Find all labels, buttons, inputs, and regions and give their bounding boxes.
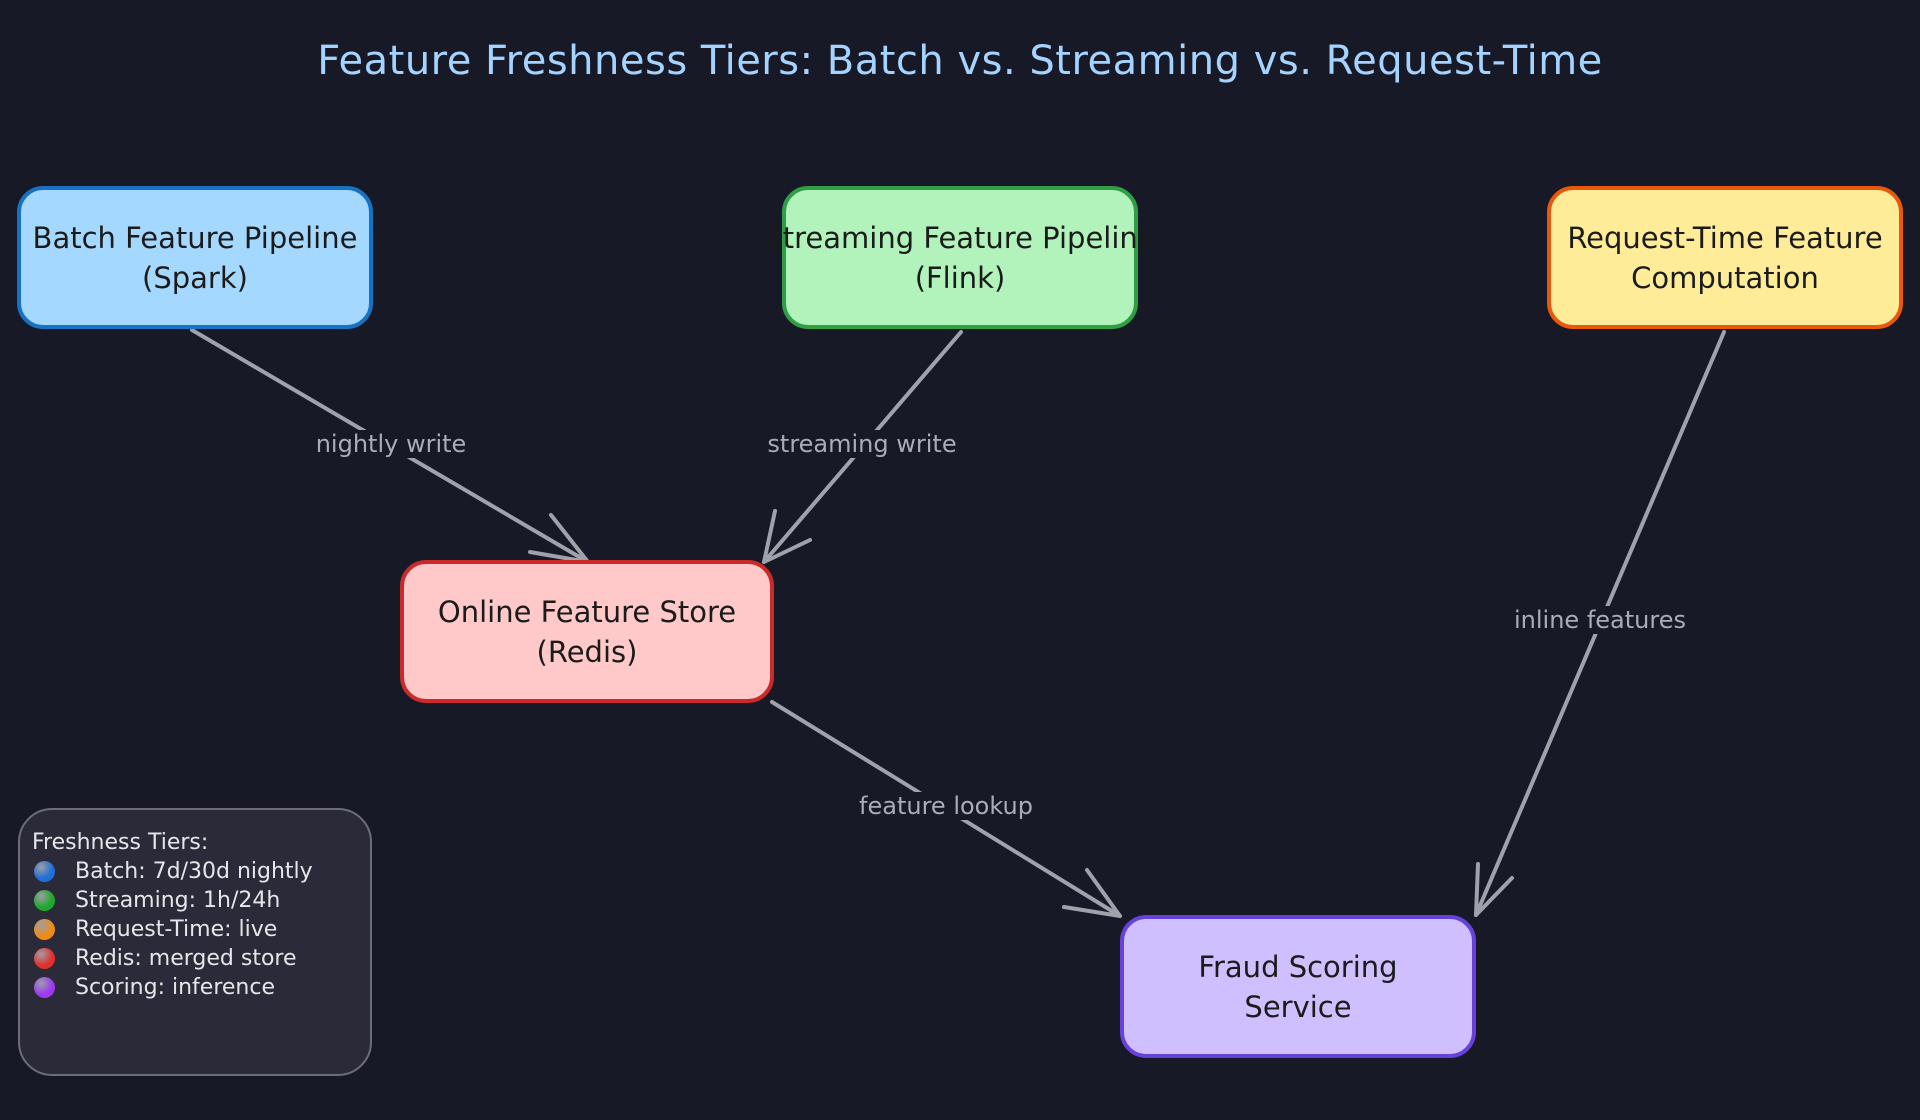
legend-item-label: Request-Time: live [75, 917, 278, 942]
legend-panel: Freshness Tiers: Batch: 7d/30d nightly S… [18, 808, 372, 1076]
legend-item-label: Streaming: 1h/24h [75, 888, 281, 913]
diagram-title: Feature Freshness Tiers: Batch vs. Strea… [317, 38, 1603, 84]
legend-item-label: Redis: merged store [75, 946, 297, 971]
node-request-time-line2: Computation [1631, 260, 1819, 295]
red-dot-icon [34, 948, 55, 969]
node-batch-line1: Batch Feature Pipeline [32, 220, 358, 255]
legend-item-batch: Batch: 7d/30d nightly [32, 857, 360, 886]
edge-label-inline-features: inline features [1510, 606, 1690, 634]
node-request-time-feature-computation[interactable]: Request-Time Feature Computation [1547, 186, 1903, 329]
green-dot-icon [34, 890, 55, 911]
node-online-feature-store[interactable]: Online Feature Store (Redis) [400, 560, 774, 703]
edge-streaming-to-store-arrowhead [762, 509, 812, 564]
legend-item-scoring: Scoring: inference [32, 973, 360, 1002]
legend-item-redis: Redis: merged store [32, 944, 360, 973]
edge-store-to-scoring-arrowhead [1062, 868, 1122, 918]
legend-item-streaming: Streaming: 1h/24h [32, 886, 360, 915]
node-streaming-line1: Streaming Feature Pipeline [764, 220, 1156, 255]
legend-item-label: Batch: 7d/30d nightly [75, 859, 313, 884]
node-online-store-line1: Online Feature Store [437, 594, 737, 629]
purple-dot-icon [34, 977, 55, 998]
node-online-store-line2: (Redis) [536, 634, 638, 669]
node-batch-feature-pipeline[interactable]: Batch Feature Pipeline (Spark) [17, 186, 373, 329]
blue-dot-icon [34, 861, 55, 882]
node-fraud-scoring-line1: Fraud Scoring [1198, 949, 1398, 984]
legend-title: Freshness Tiers: [32, 830, 209, 855]
legend-item-request-time: Request-Time: live [32, 915, 360, 944]
edge-label-nightly-write: nightly write [311, 430, 471, 458]
edge-label-streaming-write: streaming write [763, 430, 961, 458]
node-fraud-scoring-line2: Service [1244, 989, 1352, 1024]
node-request-time-line1: Request-Time Feature [1567, 220, 1883, 255]
edge-request-to-scoring-arrowhead [1474, 862, 1514, 917]
legend-item-label: Scoring: inference [75, 975, 275, 1000]
orange-dot-icon [34, 919, 55, 940]
node-batch-line2: (Spark) [142, 260, 248, 295]
node-streaming-line2: (Flink) [914, 260, 1006, 295]
node-fraud-scoring-service[interactable]: Fraud Scoring Service [1120, 915, 1476, 1058]
edge-label-feature-lookup: feature lookup [855, 792, 1037, 820]
node-streaming-feature-pipeline[interactable]: Streaming Feature Pipeline (Flink) [764, 186, 1156, 329]
